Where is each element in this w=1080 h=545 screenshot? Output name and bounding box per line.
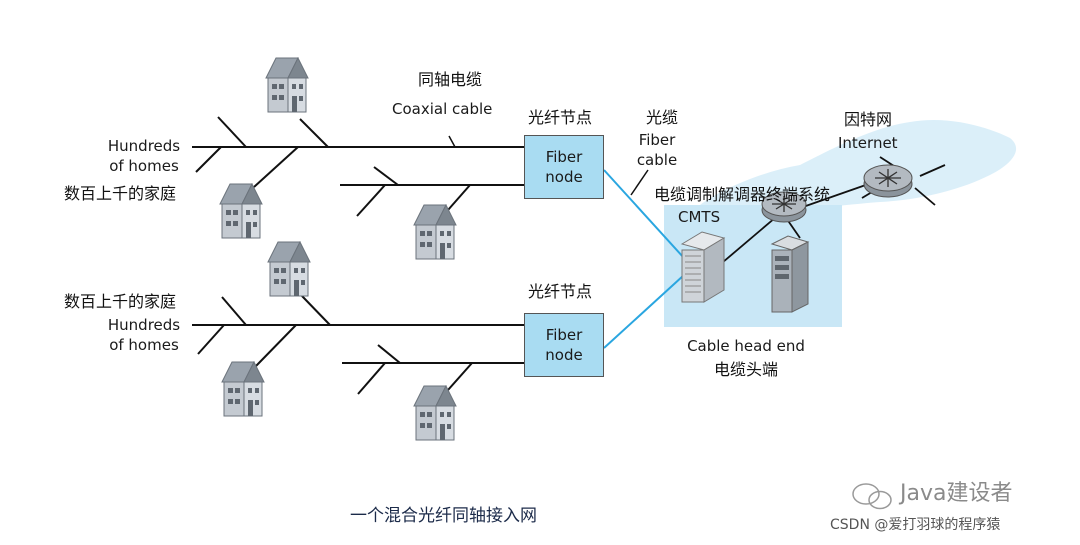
fiber-node-box-upper: Fiber node — [524, 135, 604, 199]
fiber-cable-label-cn: 光缆 — [645, 108, 678, 127]
house-icon — [265, 57, 309, 113]
internet-label-cn: 因特网 — [844, 110, 893, 129]
router-icon — [761, 191, 807, 223]
fiber-node-box-lower: Fiber node — [524, 313, 604, 377]
hundreds-of-homes-label-upper: Hundreds of homes — [107, 137, 181, 175]
coaxial-cable-label-en: Coaxial cable — [392, 100, 493, 118]
house-icon — [413, 204, 457, 260]
server-icon — [770, 235, 810, 313]
coax-leader-line — [448, 135, 456, 148]
hundreds-of-homes-label-cn-upper: 数百上千的家庭 — [64, 184, 177, 203]
hundreds-of-homes-label-lower: Hundreds of homes — [107, 316, 181, 354]
fiber-node-label-lower: Fiber node — [545, 326, 583, 364]
cmts-label-en: CMTS — [678, 208, 721, 226]
internet-label-en: Internet — [838, 134, 898, 152]
upper-coax-tree — [192, 116, 525, 217]
cable-head-end-label-en: Cable head end — [687, 337, 805, 355]
fiber-node-label-upper: Fiber node — [545, 148, 583, 186]
csdn-credit: CSDN @爱打羽球的程序猿 — [830, 517, 1001, 533]
fiber-node-title-upper: 光纤节点 — [528, 108, 593, 127]
wechat-icon — [852, 483, 892, 510]
house-icon — [267, 241, 311, 297]
fiber-cable-label-en: Fiber cable — [636, 131, 678, 169]
cable-head-end-label-cn: 电缆头端 — [713, 360, 778, 379]
router-icon — [863, 164, 913, 198]
fiber-links — [603, 169, 685, 349]
figure-caption: 一个混合光纤同轴接入网 — [350, 506, 537, 526]
house-icon — [221, 361, 265, 417]
hundreds-of-homes-label-cn-lower: 数百上千的家庭 — [64, 292, 177, 311]
house-icon — [413, 385, 457, 441]
watermark-text: Java建设者 — [900, 481, 1013, 506]
cmts-label-cn: 电缆调制解调器终端系统 — [654, 185, 831, 204]
fiber-node-title-lower: 光纤节点 — [528, 282, 593, 301]
fiber-cable-leader-line — [630, 169, 649, 196]
cmts-rack-icon — [680, 231, 726, 303]
house-icon — [219, 183, 263, 239]
lower-coax-tree — [192, 295, 525, 395]
coaxial-cable-label-cn: 同轴电缆 — [418, 70, 483, 89]
